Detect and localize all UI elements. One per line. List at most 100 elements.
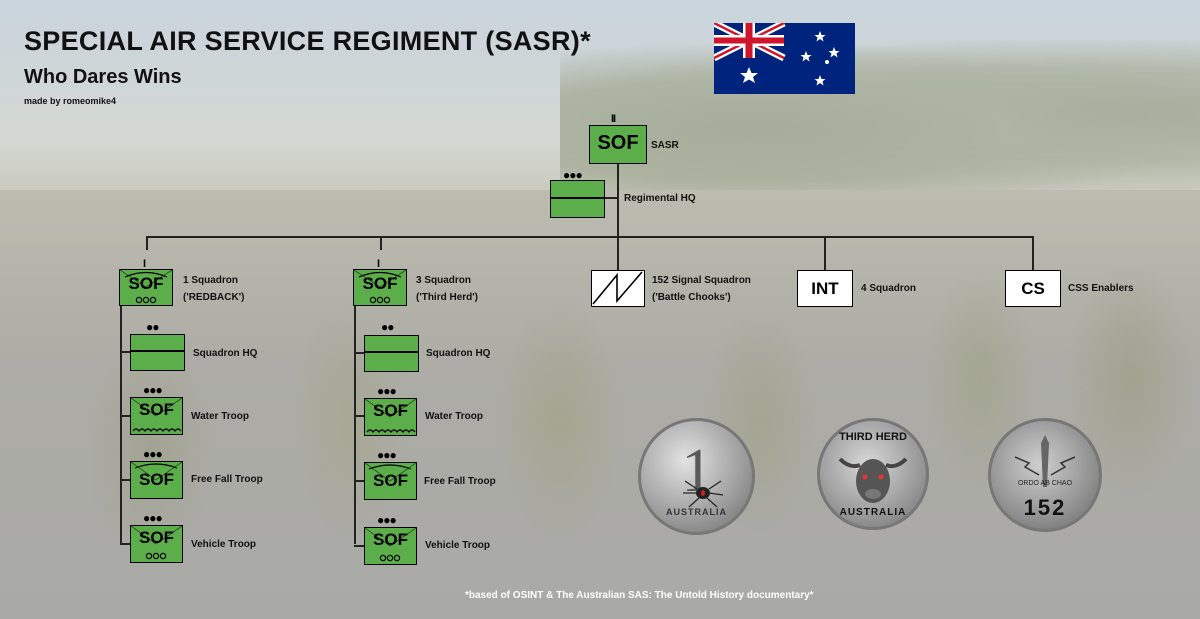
redback-squadron-badge: 1 AUSTRALIA xyxy=(638,418,755,535)
badge-number: 152 xyxy=(1023,495,1067,520)
connector-line xyxy=(120,351,130,353)
squadron-1-hq-label: Squadron HQ xyxy=(193,348,258,359)
wheel-circle xyxy=(376,296,384,304)
wheel-circle xyxy=(379,554,387,562)
unit-symbol-text: CS xyxy=(1021,279,1045,298)
connector-line xyxy=(354,415,364,417)
free-fall-troop-1-label: Free Fall Troop xyxy=(191,474,263,485)
connector-line xyxy=(354,545,364,547)
intelligence-squadron-symbol: INT xyxy=(797,270,853,307)
australian-flag-icon xyxy=(714,23,855,94)
connector-line xyxy=(354,480,364,482)
badge-top-text: THIRD HERD xyxy=(839,431,907,443)
echelon-marker: ●●● xyxy=(143,511,163,525)
connector-line xyxy=(617,164,619,238)
signal-squadron-nickname: ('Battle Chooks') xyxy=(652,292,731,303)
parachute-arc xyxy=(358,271,402,278)
unit-symbol-text: SOF xyxy=(139,400,174,419)
dagger-lightning-icon xyxy=(1014,435,1076,487)
connector-line xyxy=(120,415,130,417)
free-fall-troop-3-label: Free Fall Troop xyxy=(424,476,496,487)
wheel-circle xyxy=(149,296,157,304)
unit-symbol-text: SOF xyxy=(128,274,164,293)
wheel-circle xyxy=(383,296,391,304)
author-credit: made by romeomike4 xyxy=(24,96,117,106)
page-title: SPECIAL AIR SERVICE REGIMENT (SASR)* xyxy=(24,26,591,56)
squadron-3-label: 3 Squadron xyxy=(416,275,472,286)
vehicle-troop-3-label: Vehicle Troop xyxy=(425,540,491,551)
unit-symbol-text: SOF xyxy=(373,530,408,549)
redback-spider-icon: 1 xyxy=(682,437,724,508)
wheel-circle xyxy=(145,552,153,560)
regimental-hq-label: Regimental HQ xyxy=(624,193,696,204)
squadron-3-nickname: ('Third Herd') xyxy=(416,292,478,303)
squadron-3-hq-label: Squadron HQ xyxy=(426,348,491,359)
squadron-4-label: 4 Squadron xyxy=(861,283,917,294)
wheel-circle xyxy=(393,554,401,562)
connector-line xyxy=(605,197,619,199)
echelon-marker: ●●● xyxy=(377,448,397,462)
signal-squadron-label: 152 Signal Squadron xyxy=(652,275,751,286)
echelon-marker: I xyxy=(377,258,380,270)
wheel-circle xyxy=(142,296,150,304)
connector-line xyxy=(380,236,382,250)
regimental-hq-symbol xyxy=(550,180,605,218)
connector-line xyxy=(824,236,826,270)
water-troop-3-label: Water Troop xyxy=(425,411,483,422)
vehicle-troop-1-label: Vehicle Troop xyxy=(191,539,257,550)
wheel-circle xyxy=(386,554,394,562)
hq-divider xyxy=(131,350,184,352)
hq-divider xyxy=(551,197,604,199)
connector-line xyxy=(354,352,364,354)
squadron-1-label: 1 Squadron xyxy=(183,275,239,286)
sasr-label: SASR xyxy=(651,140,679,151)
water-wave xyxy=(132,428,182,432)
badge-bottom-text: AUSTRALIA xyxy=(839,507,907,518)
badge-motto: ORDO AB CHAO xyxy=(1017,480,1073,487)
wheel-circle xyxy=(369,296,377,304)
connector-line xyxy=(120,306,122,544)
css-enablers-symbol: CS xyxy=(1005,270,1061,307)
parachute-arc xyxy=(368,464,412,470)
third-herd-badge: THIRD HERD AUSTRALIA xyxy=(817,418,929,530)
echelon-marker: ●●● xyxy=(143,383,163,397)
source-footnote: *based of OSINT & The Australian SAS: Th… xyxy=(465,590,814,601)
connector-line xyxy=(120,479,130,481)
bull-head-icon xyxy=(838,457,908,503)
echelon-marker: ●●● xyxy=(377,384,397,398)
wheel-circle xyxy=(159,552,167,560)
unit-symbol-text: SOF xyxy=(373,401,408,420)
echelon-marker: ●● xyxy=(381,320,394,334)
squadron-3-hq-symbol xyxy=(364,335,419,372)
wheel-circle xyxy=(152,552,160,560)
water-wave xyxy=(366,429,416,433)
water-troop-1-label: Water Troop xyxy=(191,411,249,422)
signal-lightning-icon xyxy=(592,271,643,305)
hq-divider xyxy=(365,351,418,353)
connector-line xyxy=(120,543,130,545)
connector-line xyxy=(617,236,619,270)
signal-squadron-badge: ORDO AB CHAO 152 xyxy=(988,418,1102,532)
wheel-circle xyxy=(135,296,143,304)
unit-symbol-text: SOF xyxy=(362,274,398,293)
squadron-1-nickname: ('REDBACK') xyxy=(183,292,245,303)
echelon-marker: ●●● xyxy=(143,447,163,461)
unit-symbol-text: SOF xyxy=(139,528,174,547)
squadron-1-hq-symbol xyxy=(130,334,185,371)
parachute-arc xyxy=(134,463,178,469)
echelon-marker: ●● xyxy=(146,320,159,334)
unit-symbol-text: SOF xyxy=(597,132,639,154)
parachute-arc xyxy=(124,271,168,278)
connector-line xyxy=(146,236,1033,238)
connector-line xyxy=(354,306,356,544)
echelon-marker: ●●● xyxy=(377,513,397,527)
page-subtitle: Who Dares Wins xyxy=(24,66,182,88)
connector-line xyxy=(146,236,148,250)
unit-symbol-text: INT xyxy=(811,279,839,298)
css-enablers-label: CSS Enablers xyxy=(1068,283,1134,294)
sasr-unit-symbol: SOF xyxy=(589,125,647,164)
badge-text: AUSTRALIA xyxy=(666,507,727,517)
